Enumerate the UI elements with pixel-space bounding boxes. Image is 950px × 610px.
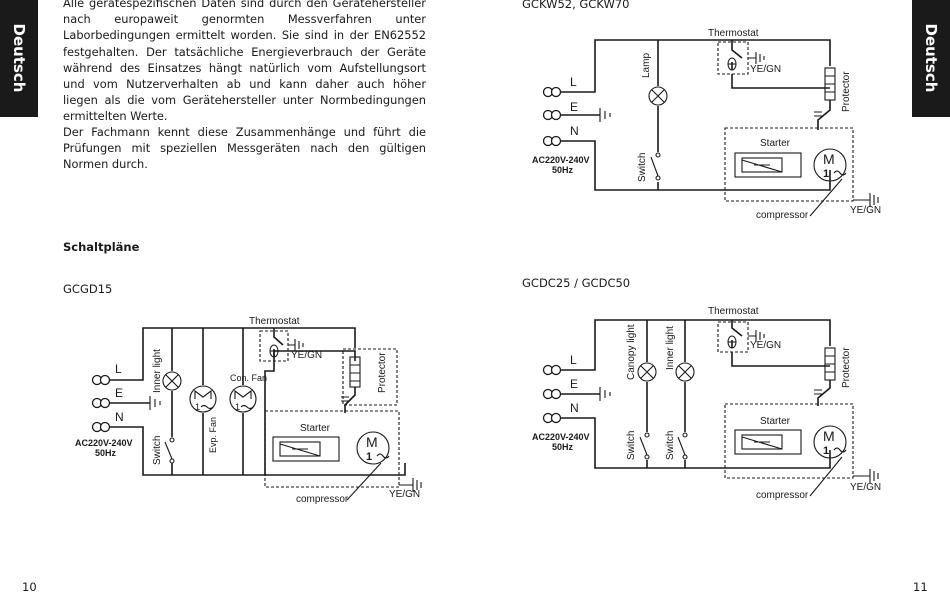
terminal-e-label: E: [115, 386, 123, 400]
thermostat-ground-label: YE/GN: [750, 340, 781, 351]
starter-label: Starter: [760, 416, 791, 427]
inner-light-label: Inner light: [665, 326, 676, 370]
supply-frequency-label: 50Hz: [95, 448, 117, 458]
terminal-l-label: L: [570, 75, 577, 89]
compressor-ground-label: YE/GN: [850, 205, 881, 216]
canopy-light-label: Canopy light: [626, 324, 637, 380]
second-paragraph: Der Fachmann kennt diese Zusammenhänge u…: [63, 125, 426, 172]
svg-text:1: 1: [235, 402, 240, 412]
inner-switch-icon: [677, 432, 688, 460]
wiring-diagram-gckw: L E N Lamp Switch AC220V-240V 50Hz Therm…: [532, 28, 881, 221]
terminal-l-label: L: [570, 353, 577, 367]
protector-icon: [824, 347, 836, 381]
motor-phase-label: 1: [823, 168, 829, 180]
starter-icon: [734, 429, 802, 455]
lamp-label: Lamp: [641, 53, 652, 78]
motor-m-label: M: [823, 428, 835, 444]
thermostat-icon: [727, 57, 737, 71]
terminal-n-label: N: [570, 401, 579, 415]
compressor-motor-icon: [356, 431, 390, 465]
supply-voltage-label: AC220V-240V: [75, 438, 133, 448]
thermostat-label: Thermostat: [708, 306, 759, 317]
diagram-title-gcgd15: GCGD15: [63, 282, 113, 296]
compressor-motor-icon: [813, 425, 847, 459]
compressor-motor-icon: [813, 148, 847, 182]
svg-text:1: 1: [195, 402, 200, 412]
diagram-title-gcdc: GCDC25 / GCDC50: [522, 276, 631, 290]
thermostat-icon: [727, 335, 737, 349]
wiring-diagram-gcdc: L E N Canopy light Switch Inner light Sw…: [532, 306, 881, 501]
supply-voltage-label: AC220V-240V: [532, 432, 590, 442]
thermostat-label: Thermostat: [249, 316, 300, 327]
motor-phase-label: 1: [823, 445, 829, 457]
motor-m-label: M: [823, 151, 835, 167]
motor-m-label: M: [366, 434, 378, 450]
language-tab-label: Deutsch: [10, 23, 28, 93]
starter-icon: [734, 152, 802, 178]
thermostat-label: Thermostat: [708, 28, 759, 39]
condenser-fan-icon: 1: [229, 385, 257, 413]
inner-light-label: Inner light: [152, 349, 163, 393]
diagram-title-gckw: GCKW52, GCKW70: [522, 0, 630, 11]
wiring-diagram-gcgd15: L E N Inner light Switch 1 Evp. Fan 1 Co…: [75, 316, 422, 505]
switch-label: Switch: [152, 436, 163, 465]
page-number-left: 10: [22, 580, 37, 594]
power-plugs: [91, 374, 111, 433]
light-switch-icon: [164, 437, 175, 464]
thermostat-ground-label: YE/GN: [291, 350, 322, 361]
compressor-ground-label: YE/GN: [850, 482, 881, 493]
canopy-switch-label: Switch: [626, 431, 637, 460]
compressor-label: compressor: [756, 210, 809, 221]
language-tab-left: Deutsch: [0, 0, 38, 117]
terminal-e-label: E: [570, 100, 578, 114]
canopy-switch-icon: [639, 432, 650, 460]
protector-label: Protector: [841, 71, 852, 112]
canopy-light-icon: [637, 362, 657, 382]
terminal-e-label: E: [570, 377, 578, 391]
protector-icon: [824, 67, 836, 101]
section-heading: Schaltpläne: [63, 240, 140, 254]
supply-frequency-label: 50Hz: [552, 165, 574, 175]
compressor-ground-label: YE/GN: [389, 489, 420, 500]
compressor-label: compressor: [756, 490, 809, 501]
protector-icon: [349, 356, 361, 388]
protector-label: Protector: [377, 352, 388, 393]
page-number-right: 11: [913, 580, 928, 594]
supply-frequency-label: 50Hz: [552, 442, 574, 452]
switch-icon: [650, 152, 661, 181]
power-plugs: [542, 364, 562, 424]
evaporator-fan-icon: 1: [189, 385, 217, 413]
inner-switch-label: Switch: [665, 431, 676, 460]
starter-label: Starter: [300, 423, 331, 434]
motor-phase-label: 1: [366, 451, 372, 463]
compressor-label: compressor: [296, 494, 349, 505]
condenser-fan-label: Con. Fan: [230, 373, 267, 383]
switch-label: Switch: [637, 153, 648, 182]
supply-voltage-label: AC220V-240V: [532, 155, 590, 165]
power-plugs: [542, 86, 562, 147]
intro-paragraph: Alle gerätespezifischen Daten sind durch…: [63, 0, 426, 124]
language-tab-label: Deutsch: [922, 23, 940, 93]
inner-light-icon: [162, 371, 182, 391]
terminal-n-label: N: [570, 124, 579, 138]
inner-light-icon: [675, 362, 695, 382]
terminal-n-label: N: [115, 410, 124, 424]
lamp-icon: [648, 86, 668, 106]
protector-label: Protector: [841, 347, 852, 388]
evaporator-fan-label: Evp. Fan: [208, 417, 218, 453]
terminal-l-label: L: [115, 362, 122, 376]
starter-icon: [272, 436, 340, 462]
language-tab-right: Deutsch: [912, 0, 950, 117]
thermostat-ground-label: YE/GN: [750, 64, 781, 75]
starter-label: Starter: [760, 138, 791, 149]
